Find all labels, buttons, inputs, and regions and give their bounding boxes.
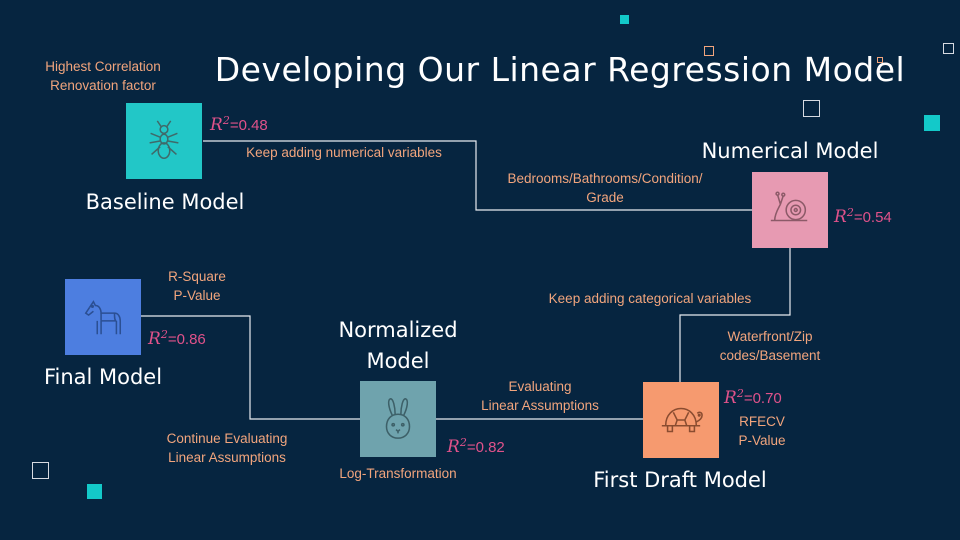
- evaluating-assumptions-note: Evaluating Linear Assumptions: [481, 379, 599, 413]
- snail-icon: [770, 191, 808, 222]
- first-draft-model-box: [643, 382, 719, 458]
- normalized-r2: R2=0.82: [447, 436, 505, 457]
- categorical-variables-note: Waterfront/Zip codes/Basement: [719, 329, 821, 363]
- first-draft-model-label: First Draft Model: [593, 468, 767, 492]
- continue-evaluating-note: Continue Evaluating Linear Assumptions: [166, 431, 288, 465]
- normalized-model-label: Normalized Model: [338, 318, 458, 373]
- decor-square: [943, 43, 954, 54]
- connector-numerical-firstdraft: [679, 248, 791, 382]
- keep-categorical-note: Keep adding categorical variables: [548, 291, 752, 306]
- final-model-box: [65, 279, 141, 355]
- baseline-model-label: Baseline Model: [85, 190, 245, 214]
- rfecv-note: RFECV P-Value: [738, 414, 786, 448]
- ant-icon: [149, 120, 179, 160]
- first-draft-r2: R2=0.70: [724, 387, 782, 408]
- numerical-model-box: [752, 172, 828, 248]
- normalized-model-box: [360, 381, 436, 457]
- horse-icon: [84, 300, 122, 335]
- log-transformation-note: Log-Transformation: [339, 466, 457, 481]
- keep-numerical-note: Keep adding numerical variables: [246, 145, 442, 160]
- numerical-r2: R2=0.54: [834, 206, 892, 227]
- decor-square: [704, 46, 714, 56]
- highest-correlation-note: Highest Correlation Renovation factor: [45, 59, 161, 93]
- baseline-r2: R2=0.48: [210, 114, 268, 135]
- page-title: Developing Our Linear Regression Model: [214, 50, 906, 89]
- decor-square: [32, 462, 49, 479]
- decor-square: [620, 15, 629, 24]
- final-model-label: Final Model: [43, 365, 163, 389]
- decor-square: [924, 115, 940, 131]
- turtle-icon: [661, 407, 703, 433]
- decor-square: [803, 100, 820, 117]
- final-r2: R2=0.86: [148, 328, 206, 349]
- connector-normalized-final: [141, 315, 360, 420]
- connector-baseline-numerical: [203, 140, 752, 211]
- decor-square: [877, 57, 883, 63]
- numerical-model-label: Numerical Model: [701, 139, 879, 163]
- rsquare-pvalue-note: R-Square P-Value: [168, 269, 226, 303]
- rabbit-icon: [385, 398, 411, 439]
- decor-square: [87, 484, 102, 499]
- baseline-model-box: [126, 103, 202, 179]
- numerical-variables-note: Bedrooms/Bathrooms/Condition/ Grade: [507, 171, 703, 205]
